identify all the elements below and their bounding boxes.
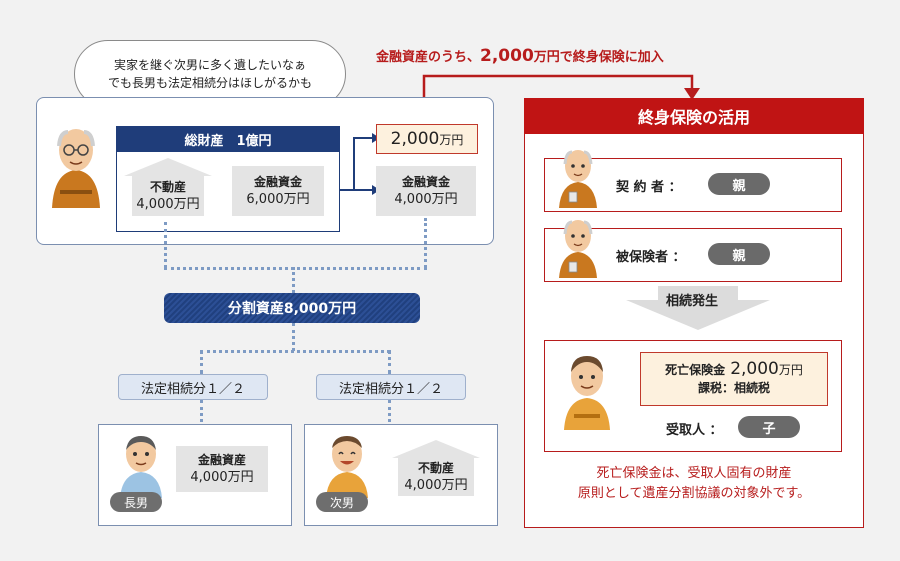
second-son-avatar [326, 436, 368, 498]
eldest-asset-label: 金融資産 [197, 453, 246, 467]
financial-value: 6,000万円 [246, 192, 310, 207]
dotted-connector [164, 222, 167, 268]
remaining-financial-item: 金融資金 4,000万円 [376, 166, 476, 216]
legal-share-left: 法定相続分１／２ [118, 374, 268, 400]
parent-avatar [52, 129, 100, 208]
inheritance-event-label: 相続発生 [666, 294, 719, 309]
dotted-connector [292, 267, 295, 293]
death-benefit-amount: 2,000 [730, 359, 779, 379]
tax-note: 課税：相続税 [697, 381, 770, 395]
contractor-label: 契 約 者 ： [616, 180, 682, 195]
thought-line-2: でも長男も法定相続分はほしがるかも [107, 76, 312, 90]
financial-item: 金融資金 6,000万円 [232, 166, 324, 216]
eldest-son-avatar [120, 436, 162, 498]
insured-value: 親 [708, 243, 770, 265]
insurance-annotation: 金融資産のうち、2,000万円で終身保険に加入 [376, 46, 664, 66]
death-benefit-label: 死亡保険金 [665, 363, 726, 377]
footer-line-2: 原則として遺産分割協議の対象外です。 [577, 486, 811, 501]
insurance-portion-unit: 万円 [439, 132, 464, 147]
insurance-portion-amount: 2,000 [390, 129, 440, 149]
second-son-tag: 次男 [316, 492, 368, 512]
dotted-connector [388, 400, 391, 422]
second-asset-label: 不動産 [417, 461, 454, 475]
insurance-footer-note: 死亡保険金は、受取人固有の財産 原則として遺産分割協議の対象外です。 [524, 464, 864, 504]
dotted-connector [388, 350, 391, 374]
dotted-connector [164, 267, 427, 270]
dotted-connector [200, 400, 203, 422]
beneficiary-value: 子 [738, 416, 800, 438]
insured-label: 被保険者 ： [616, 250, 686, 265]
inheritance-event-arrow-icon [626, 286, 770, 330]
death-benefit-unit: 万円 [778, 363, 803, 377]
total-estate-header: 総財産 1億円 [116, 126, 340, 152]
dotted-connector [200, 350, 390, 353]
eldest-asset-value: 4,000万円 [190, 470, 254, 485]
legal-share-right: 法定相続分１／２ [316, 374, 466, 400]
parent-avatar-small [559, 150, 597, 208]
beneficiary-label: 受取人 ： [666, 423, 723, 438]
footer-line-1: 死亡保険金は、受取人固有の財産 [596, 466, 792, 481]
second-asset: 不動産 4,000万円 [398, 458, 474, 496]
death-benefit-box: 死亡保険金 2,000万円 課税：相続税 [640, 352, 828, 406]
real-estate-arrow-icon [124, 158, 212, 176]
dotted-connector [200, 350, 203, 374]
real-estate-label: 不動産 [149, 180, 186, 194]
financial-label: 金融資金 [253, 175, 302, 189]
second-asset-value: 4,000万円 [404, 478, 468, 493]
contractor-value: 親 [708, 173, 770, 195]
insurance-panel-title: 終身保険の活用 [524, 98, 864, 134]
dotted-connector [424, 218, 427, 268]
real-estate-item: 不動産 4,000万円 [132, 176, 204, 216]
parent-avatar-small [559, 220, 597, 278]
real-estate-value: 4,000万円 [136, 197, 200, 212]
thought-bubble: 実家を継ぐ次男に多く遺したいなぁ でも長男も法定相続分はほしがるかも [74, 40, 346, 108]
remaining-financial-label: 金融資金 [401, 175, 450, 189]
split-assets-banner: 分割資産8,000万円 [164, 293, 420, 323]
thought-line-1: 実家を継ぐ次男に多く遺したいなぁ [113, 58, 306, 72]
real-estate-arrow-icon [392, 440, 480, 458]
dotted-connector [292, 323, 295, 351]
eldest-asset: 金融資産 4,000万円 [176, 446, 268, 492]
eldest-son-tag: 長男 [110, 492, 162, 512]
child-avatar [564, 356, 610, 430]
remaining-financial-value: 4,000万円 [394, 192, 458, 207]
